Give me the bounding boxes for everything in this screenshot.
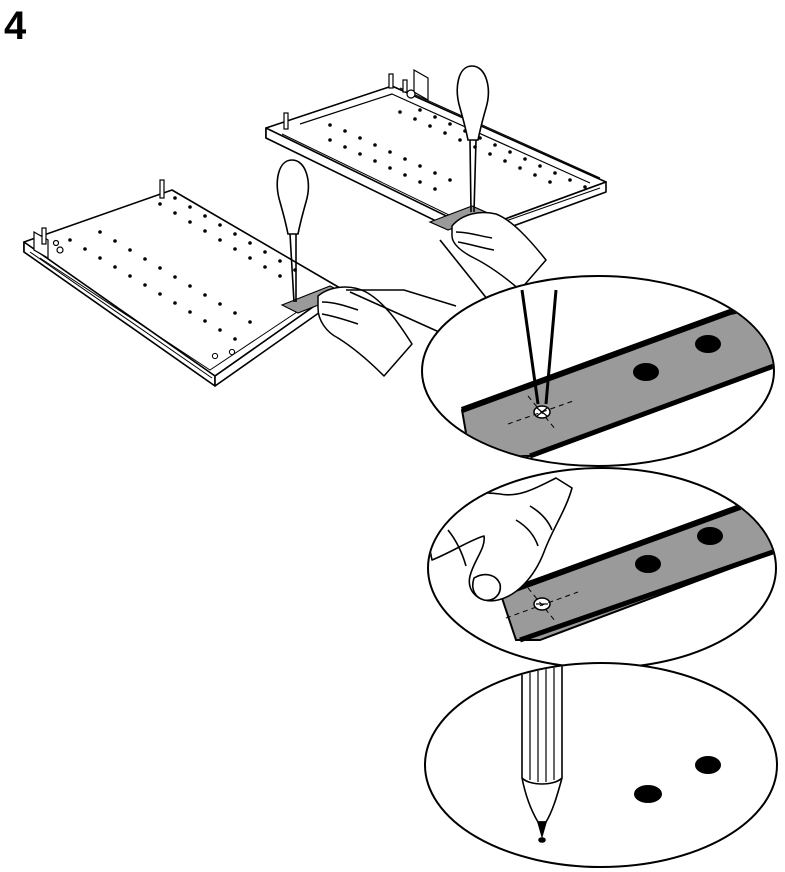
hole-marking xyxy=(695,756,721,774)
detail-pierce xyxy=(422,276,785,466)
back-shelf-panel xyxy=(266,86,606,240)
detail-mark xyxy=(425,650,777,867)
hole-marking xyxy=(634,785,662,803)
detail-peel xyxy=(424,468,785,668)
